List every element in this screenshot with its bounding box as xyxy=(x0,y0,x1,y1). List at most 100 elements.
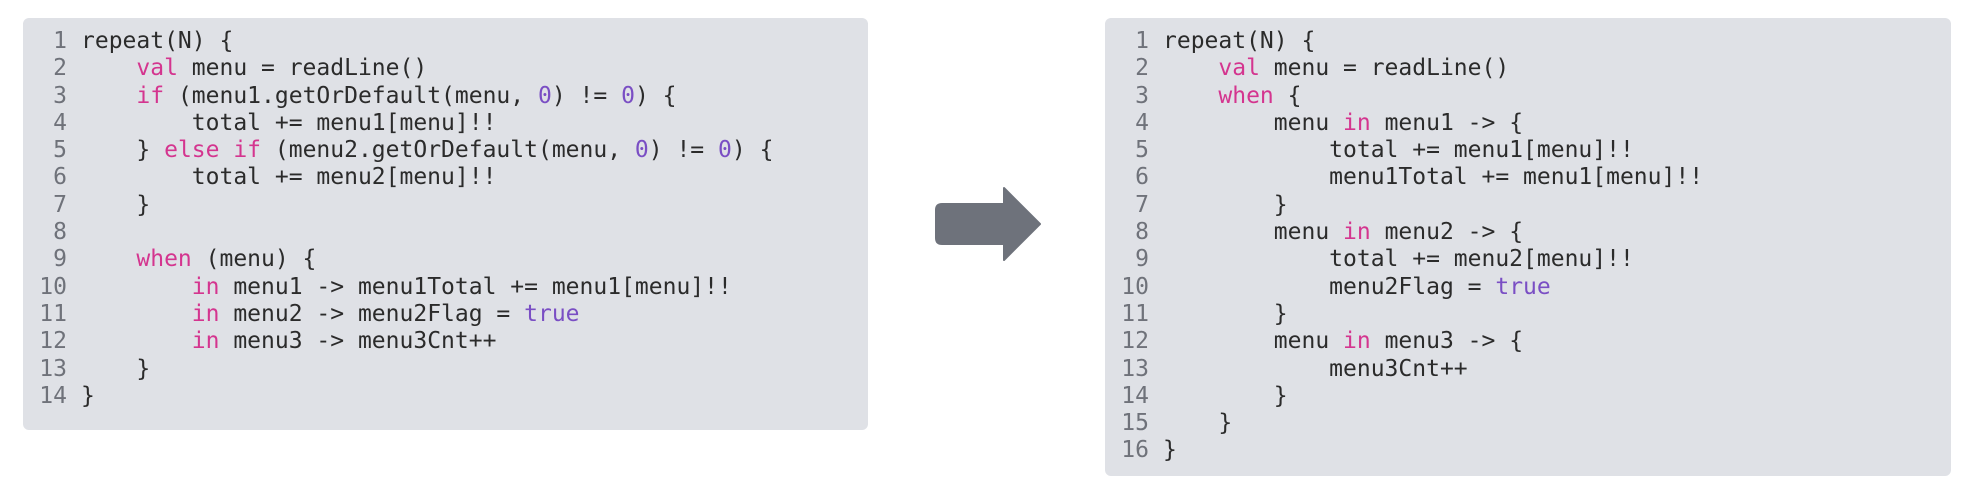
line-number: 11 xyxy=(39,300,67,327)
line-number: 12 xyxy=(1121,328,1149,355)
code-line: 10 in menu1 -> menu1Total += menu1[menu]… xyxy=(23,274,868,301)
code-text: in menu2 -> menu2Flag = true xyxy=(67,301,580,328)
code-token: } xyxy=(1163,382,1288,409)
code-text: in menu3 -> menu3Cnt++ xyxy=(67,328,497,355)
code-token xyxy=(1163,55,1218,81)
code-text xyxy=(67,219,81,246)
code-text: menu2Flag = true xyxy=(1149,274,1551,301)
line-number: 4 xyxy=(53,109,67,136)
code-line: 3 if (menu1.getOrDefault(menu, 0) != 0) … xyxy=(23,83,868,110)
code-text: } xyxy=(1149,410,1232,437)
code-token: total += menu2[menu]!! xyxy=(81,164,497,191)
code-text: } xyxy=(67,356,150,383)
keyword-token: in xyxy=(191,273,220,300)
code-line: 13 menu3Cnt++ xyxy=(1105,356,1951,383)
code-line: 7 } xyxy=(1105,192,1951,219)
code-token xyxy=(81,274,192,300)
code-line: 2 val menu = readLine() xyxy=(23,55,868,82)
code-token: } xyxy=(1163,437,1177,464)
line-number: 1 xyxy=(53,28,67,54)
code-line: 9 when (menu) { xyxy=(23,246,868,273)
code-token: } xyxy=(81,382,95,409)
line-number: 5 xyxy=(53,137,67,164)
code-line: 8 xyxy=(23,219,868,246)
line-number: 14 xyxy=(1121,382,1149,409)
line-number: 3 xyxy=(53,82,67,109)
code-panel-before: 1 repeat(N) {2 val menu = readLine()3 if … xyxy=(23,18,868,430)
keyword-token: else if xyxy=(164,137,262,164)
right-arrow-icon xyxy=(935,187,1041,261)
code-text: } xyxy=(1149,383,1288,410)
line-number: 6 xyxy=(53,164,67,191)
code-token: total += menu1[menu]!! xyxy=(81,109,497,136)
line-number: 13 xyxy=(1121,355,1149,382)
code-line: 9 total += menu2[menu]!! xyxy=(1105,246,1951,273)
code-token: menu xyxy=(1163,328,1344,355)
code-token xyxy=(81,328,192,354)
code-text: menu1Total += menu1[menu]!! xyxy=(1149,164,1703,191)
code-token: menu2 -> menu2Flag = xyxy=(219,300,525,327)
code-line: 5 } else if (menu2.getOrDefault(menu, 0)… xyxy=(23,137,868,164)
code-token: menu2Flag = xyxy=(1163,273,1496,300)
code-token: menu xyxy=(1163,219,1344,246)
keyword-token: val xyxy=(136,55,178,82)
code-text: } else if (menu2.getOrDefault(menu, 0) !… xyxy=(67,137,773,164)
line-number: 15 xyxy=(1121,410,1149,437)
code-text: } xyxy=(1149,437,1177,464)
code-line: 1 repeat(N) { xyxy=(1105,28,1951,55)
code-token: repeat(N) { xyxy=(81,28,234,54)
code-line: 6 menu1Total += menu1[menu]!! xyxy=(1105,164,1951,191)
code-text: } xyxy=(1149,192,1288,219)
code-token xyxy=(1163,83,1218,109)
code-token: menu1Total += menu1[menu]!! xyxy=(1163,164,1704,191)
line-number: 9 xyxy=(53,246,67,273)
code-text: menu in menu3 -> { xyxy=(1149,328,1523,355)
code-line: 8 menu in menu2 -> { xyxy=(1105,219,1951,246)
code-line: 6 total += menu2[menu]!! xyxy=(23,164,868,191)
keyword-token: when xyxy=(1218,82,1274,109)
code-token: menu1 -> { xyxy=(1370,109,1524,136)
code-text: total += menu1[menu]!! xyxy=(67,109,497,137)
code-token xyxy=(81,83,136,109)
line-number: 12 xyxy=(39,328,67,355)
code-line: 12 menu in menu3 -> { xyxy=(1105,328,1951,355)
literal-token: true xyxy=(524,300,580,327)
code-text: when (menu) { xyxy=(67,246,316,273)
keyword-token: when xyxy=(136,246,192,273)
code-text: total += menu2[menu]!! xyxy=(67,164,497,191)
code-token: (menu1.getOrDefault(menu, xyxy=(164,82,538,109)
code-token: menu2 -> { xyxy=(1370,219,1524,246)
code-line: 3 when { xyxy=(1105,83,1951,110)
line-number: 10 xyxy=(39,273,67,300)
line-number: 6 xyxy=(1135,164,1149,191)
code-token: } xyxy=(81,191,151,218)
line-number: 9 xyxy=(1135,246,1149,273)
code-token: ) { xyxy=(634,82,677,109)
code-token: (menu2.getOrDefault(menu, xyxy=(261,137,635,164)
code-line: 4 menu in menu1 -> { xyxy=(1105,110,1951,137)
line-number: 2 xyxy=(53,55,67,82)
code-token xyxy=(81,246,136,272)
code-line: 1 repeat(N) { xyxy=(23,28,868,55)
keyword-token: in xyxy=(191,300,220,327)
code-token: } xyxy=(1163,191,1288,218)
code-token xyxy=(81,301,192,327)
literal-token: 0 xyxy=(718,137,732,164)
code-token: } xyxy=(1163,410,1233,437)
code-token: } xyxy=(1163,300,1288,327)
code-token: repeat(N) { xyxy=(1163,28,1316,54)
code-text: val menu = readLine() xyxy=(1149,55,1509,82)
line-number: 1 xyxy=(1135,28,1149,54)
code-token: } xyxy=(81,137,165,164)
keyword-token: in xyxy=(1343,328,1371,355)
line-number: 13 xyxy=(39,355,67,382)
literal-token: 0 xyxy=(621,82,635,109)
code-text: total += menu2[menu]!! xyxy=(1149,246,1634,273)
code-line: 4 total += menu1[menu]!! xyxy=(23,110,868,137)
line-number: 3 xyxy=(1135,82,1149,109)
keyword-token: if xyxy=(136,82,165,109)
code-text: menu in menu1 -> { xyxy=(1149,110,1523,137)
code-token: { xyxy=(1273,82,1302,109)
keyword-token: in xyxy=(1343,219,1371,246)
